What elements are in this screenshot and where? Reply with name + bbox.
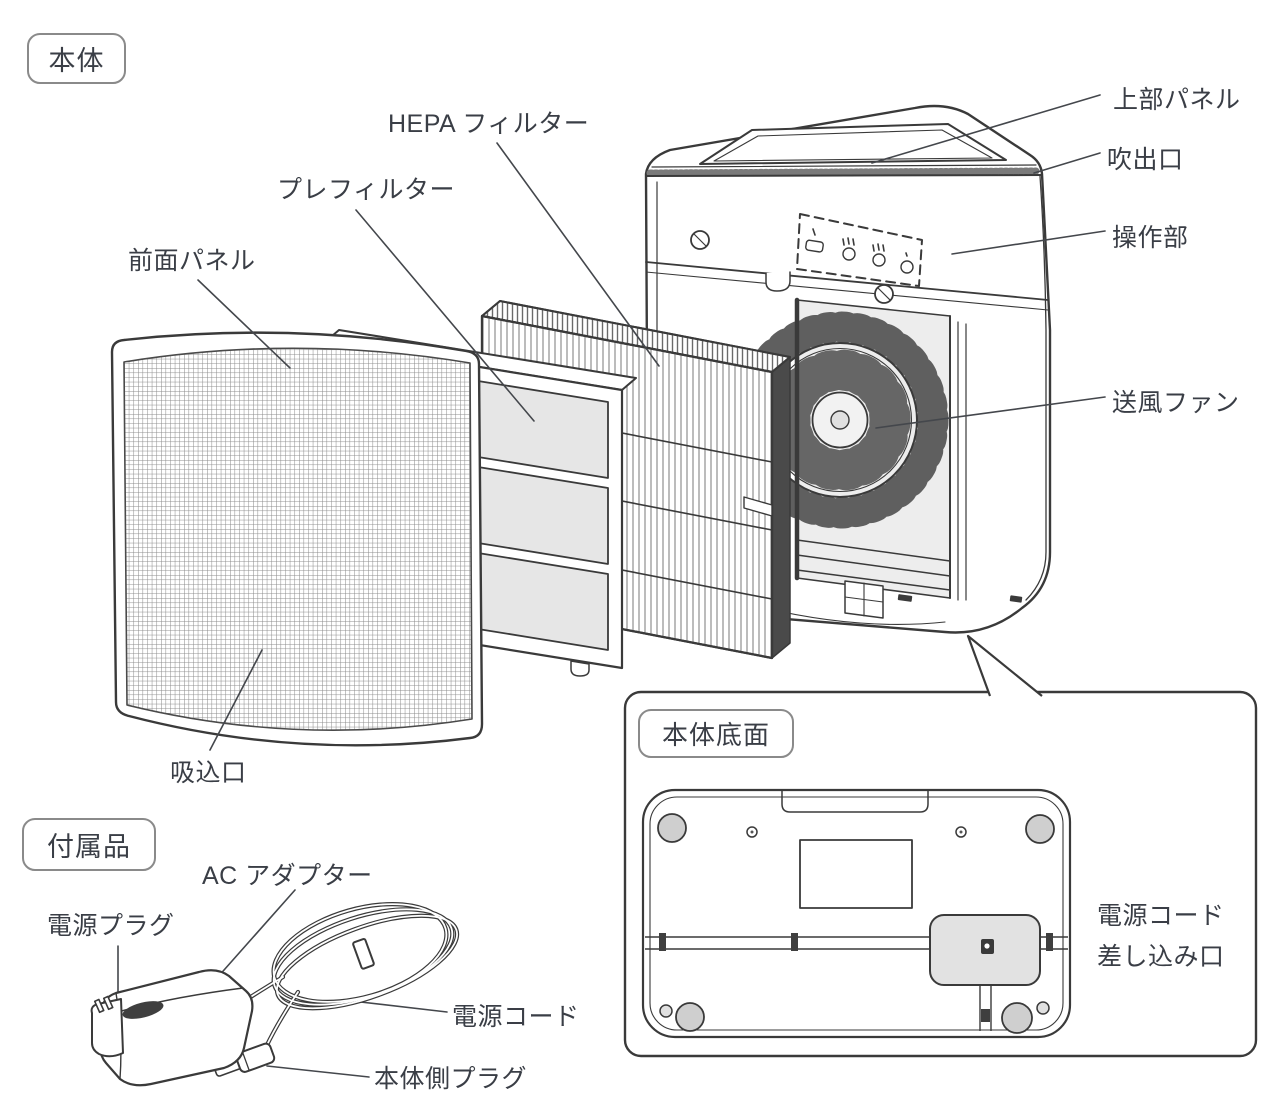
section-label-bottom-view: 本体底面 xyxy=(661,720,770,750)
feet xyxy=(657,813,1055,1034)
leader-power-cord xyxy=(351,1000,448,1013)
label-power-cord-inlet-line1: 電源コード xyxy=(1097,902,1225,930)
ac-adapter-drawing xyxy=(90,902,460,1087)
bottom-section xyxy=(623,634,1258,1058)
screw-icon xyxy=(690,230,894,304)
leader-front-panel xyxy=(197,279,291,369)
leader-air-outlet xyxy=(1033,152,1101,174)
leader-air-inlet xyxy=(209,649,263,751)
leader-control-panel xyxy=(951,230,1106,255)
leader-blower-fan xyxy=(875,396,1106,429)
power-plug-drawing xyxy=(90,995,124,1058)
leader-pre-filter xyxy=(355,209,535,422)
label-air-inlet: 吸込口 xyxy=(170,759,247,787)
leader-lines xyxy=(117,94,1106,1078)
section-label-main-unit: 本体 xyxy=(48,46,105,76)
label-power-plug: 電源プラグ xyxy=(47,912,175,940)
label-hepa-filter: HEPA フィルター xyxy=(388,110,590,138)
section-label-accessories: 付属品 xyxy=(47,832,131,862)
label-blower-fan: 送風ファン xyxy=(1112,389,1240,417)
section-box-main-unit: 本体 xyxy=(27,33,126,84)
cable-tie xyxy=(352,938,375,970)
label-front-panel: 前面パネル xyxy=(128,247,256,275)
top-panel-surface xyxy=(699,123,1007,165)
label-top-panel: 上部パネル xyxy=(1113,86,1241,114)
air-inlet-mesh xyxy=(123,347,473,731)
section-box-bottom-view: 本体底面 xyxy=(638,709,794,758)
air-outlet-groove xyxy=(646,167,1040,177)
label-unit-side-plug: 本体側プラグ xyxy=(374,1065,528,1093)
control-panel-drawing xyxy=(796,213,923,287)
label-power-cord-inlet-line2: 差し込み口 xyxy=(1097,943,1225,971)
section-box-accessories: 付属品 xyxy=(22,818,156,871)
label-power-cord-inlet: 電源コード 差し込み口 xyxy=(1097,896,1225,978)
bottom-view-drawing xyxy=(641,788,1072,1039)
ac-adapter-body xyxy=(99,969,254,1087)
label-control-panel: 操作部 xyxy=(1112,224,1189,252)
leader-unit-side-plug xyxy=(266,1065,370,1078)
label-air-outlet: 吹出口 xyxy=(1107,146,1184,174)
label-power-cord: 電源コード xyxy=(452,1003,580,1031)
front-panel-drawing xyxy=(110,331,484,747)
rating-label-area xyxy=(799,839,913,909)
power-cord-coil xyxy=(246,902,460,1050)
label-pre-filter: プレフィルター xyxy=(277,176,456,204)
leader-top-panel xyxy=(871,94,1101,164)
label-ac-adapter: AC アダプター xyxy=(202,862,373,890)
leader-hepa-filter xyxy=(496,142,660,367)
